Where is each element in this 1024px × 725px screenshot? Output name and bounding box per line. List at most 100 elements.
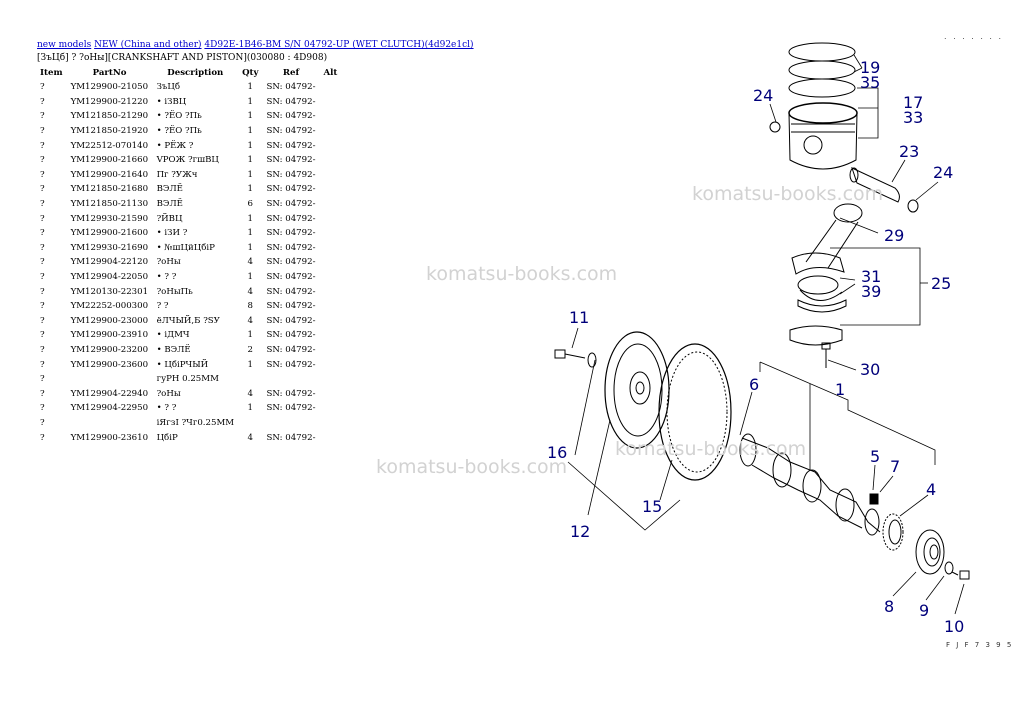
- cell-ref: SN: 04792-: [266, 126, 316, 137]
- cell-desc: ЦбіР: [156, 432, 178, 443]
- cell-ref: SN: 04792-: [266, 96, 316, 107]
- cell-desc: ВЭЛЁ: [156, 184, 183, 195]
- cell-qty: 1: [247, 272, 254, 283]
- cell-qty: 1: [247, 228, 254, 239]
- cell-alt: [320, 153, 342, 168]
- cell-ref: SN: 04792-: [266, 315, 316, 326]
- crank-gear-drawing: [882, 513, 904, 551]
- callout-25: 25: [931, 274, 951, 293]
- cell-desc: • іДМЧ: [156, 330, 190, 341]
- cell-alt: [320, 197, 342, 212]
- cell-desc: • РЁЖ ?: [156, 140, 194, 151]
- cell-ref: SN: 04792-: [266, 82, 316, 93]
- cell-alt: [320, 328, 342, 343]
- cell-qty: 8: [247, 301, 254, 312]
- cell-qty: 1: [247, 359, 254, 370]
- cell-alt: [320, 226, 342, 241]
- callout-19: 19: [860, 58, 880, 77]
- cell-alt: [320, 372, 342, 387]
- callout-9: 9: [919, 601, 929, 620]
- cell-ref: SN: 04792-: [266, 184, 316, 195]
- cell-qty: 2: [247, 344, 254, 355]
- callout-6: 6: [749, 375, 759, 394]
- cell-desc: ?оНы: [156, 257, 181, 268]
- cell-item: ?: [40, 403, 45, 414]
- col-alt-header: Alt: [323, 68, 338, 78]
- cell-partno: YM129900-21600: [70, 228, 149, 239]
- callout-16: 16: [547, 443, 567, 462]
- cell-ref: SN: 04792-: [266, 301, 316, 312]
- callout-33: 33: [903, 108, 923, 127]
- cell-item: ?: [40, 388, 45, 399]
- cell-item: ?: [40, 96, 45, 107]
- watermark-1: komatsu-books.com: [692, 183, 884, 205]
- table-row: ?гуРН 0.25MM: [36, 372, 341, 387]
- callout-15: 15: [642, 497, 662, 516]
- rod-bolt-drawing: [821, 342, 831, 368]
- cell-desc: VРОЖ ?гшВЦ: [156, 155, 219, 166]
- cell-ref: SN: 04792-: [266, 111, 316, 122]
- watermark-3: komatsu-books.com: [615, 438, 807, 460]
- cell-desc: ?ЙВЦ: [156, 213, 183, 224]
- cell-ref: [263, 372, 320, 387]
- cell-item: ?: [40, 228, 45, 239]
- cell-partno: YM129904-22950: [70, 403, 149, 414]
- cell-qty: 1: [247, 140, 254, 151]
- cell-ref: SN: 04792-: [266, 213, 316, 224]
- cell-ref: SN: 04792-: [266, 359, 316, 370]
- cell-alt: [320, 211, 342, 226]
- cell-desc: • іЗВЦ: [156, 96, 187, 107]
- cell-alt: [320, 357, 342, 372]
- snap-ring-left-drawing: [769, 121, 781, 133]
- callout-8: 8: [884, 597, 894, 616]
- cell-item: ?: [40, 301, 45, 312]
- cell-partno: YM121850-21130: [70, 199, 149, 210]
- cell-ref: SN: 04792-: [266, 272, 316, 283]
- cell-ref: SN: 04792-: [266, 286, 316, 297]
- cell-partno: YM120130-22301: [70, 286, 149, 297]
- cell-item: ?: [40, 169, 45, 180]
- cell-alt: [320, 314, 342, 329]
- breadcrumb-model-link[interactable]: 4D92E-1B46-BM S/N 04792-UP (WET CLUTCH)(…: [204, 40, 474, 50]
- cell-item: ?: [40, 126, 45, 137]
- cell-alt: [320, 241, 342, 256]
- cell-desc: ?оНыПь: [156, 286, 193, 297]
- cell-ref: SN: 04792-: [266, 242, 316, 253]
- corner-dots: . . . . . . .: [944, 32, 1004, 41]
- cell-ref: SN: 04792-: [266, 344, 316, 355]
- callout-39: 39: [861, 282, 881, 301]
- cell-desc: • ЦбіРЧЫЙ: [156, 359, 209, 370]
- cell-ref: SN: 04792-: [266, 403, 316, 414]
- breadcrumb-region-link[interactable]: NEW (China and other): [94, 40, 202, 50]
- cell-item: ?: [40, 432, 45, 443]
- cell-item: ?: [40, 82, 45, 93]
- cell-partno: YM22252-000300: [70, 301, 149, 312]
- callout-29: 29: [884, 226, 904, 245]
- cell-alt: [320, 430, 342, 445]
- cell-partno: YM129900-23000: [70, 315, 149, 326]
- table-header-row: Item PartNo Description Qty Ref Alt: [36, 66, 341, 80]
- cell-alt: [320, 401, 342, 416]
- cell-partno: [67, 372, 153, 387]
- cell-qty: 4: [247, 315, 254, 326]
- cell-partno: YM121850-21680: [70, 184, 149, 195]
- breadcrumb-new-models-link[interactable]: new models: [37, 40, 92, 50]
- cell-qty: 1: [247, 403, 254, 414]
- cell-item: ?: [40, 155, 45, 166]
- cell-desc: ? ?: [156, 301, 169, 312]
- col-partno-header: PartNo: [92, 68, 127, 78]
- cell-ref: SN: 04792-: [266, 228, 316, 239]
- cell-desc: ёЛЧЫЙ,Б ?SУ: [156, 315, 220, 326]
- cell-partno: [67, 416, 153, 431]
